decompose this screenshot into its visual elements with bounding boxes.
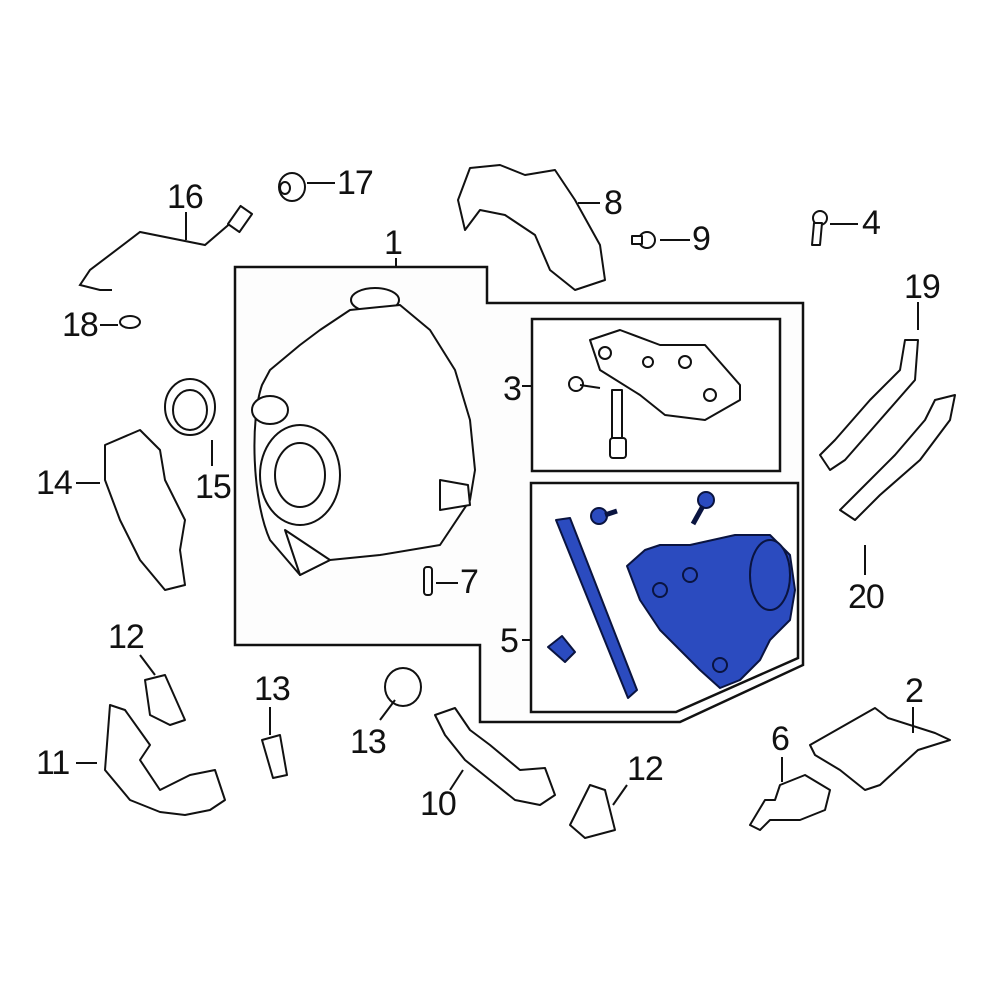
callout-12-left: 12 bbox=[108, 618, 145, 656]
callout-17: 17 bbox=[337, 164, 374, 202]
turbocharger-part[interactable] bbox=[251, 287, 476, 576]
grommet-part-17[interactable] bbox=[278, 172, 306, 202]
callout-2: 2 bbox=[905, 672, 924, 710]
callout-5: 5 bbox=[500, 622, 519, 660]
callout-16: 16 bbox=[167, 178, 204, 216]
callout-11: 11 bbox=[36, 744, 70, 782]
clamp-part-15[interactable] bbox=[164, 378, 216, 436]
gasket-part-2[interactable] bbox=[809, 707, 951, 791]
gasket-part-12-left[interactable] bbox=[144, 674, 186, 726]
o-ring-part-18[interactable] bbox=[119, 315, 141, 329]
callout-6: 6 bbox=[771, 720, 790, 758]
heat-shield-part-8[interactable] bbox=[457, 164, 606, 291]
callout-13-right: 13 bbox=[350, 723, 387, 761]
gasket-kit-3[interactable] bbox=[568, 329, 741, 459]
pin-part-7[interactable] bbox=[423, 566, 433, 596]
pipe-part-19[interactable] bbox=[819, 339, 919, 471]
clamp-part-13-right[interactable] bbox=[384, 667, 422, 707]
gasket-part-12-right[interactable] bbox=[569, 784, 616, 839]
callout-8: 8 bbox=[604, 184, 623, 222]
callout-1: 1 bbox=[384, 224, 403, 262]
tube-part-16[interactable] bbox=[78, 214, 241, 291]
bolt-part-4[interactable] bbox=[811, 210, 828, 246]
callout-9: 9 bbox=[692, 220, 711, 258]
highlighted-kit-5[interactable] bbox=[547, 491, 796, 699]
callout-15: 15 bbox=[195, 468, 232, 506]
pipe-part-10[interactable] bbox=[434, 707, 556, 806]
bolt-part-9[interactable] bbox=[631, 231, 656, 249]
callout-19: 19 bbox=[904, 268, 941, 306]
callout-12-right: 12 bbox=[627, 750, 664, 788]
shield-part-6[interactable] bbox=[749, 774, 831, 831]
clamp-part-13-left[interactable] bbox=[261, 734, 288, 779]
callout-10: 10 bbox=[420, 785, 457, 823]
callout-13-left: 13 bbox=[254, 670, 291, 708]
intake-tube-part-14[interactable] bbox=[104, 429, 186, 591]
callout-7: 7 bbox=[460, 563, 479, 601]
callout-4: 4 bbox=[862, 204, 881, 242]
callout-18: 18 bbox=[62, 306, 99, 344]
callout-20: 20 bbox=[848, 578, 885, 616]
pipe-part-20[interactable] bbox=[839, 394, 956, 521]
callout-3: 3 bbox=[503, 370, 522, 408]
leader-arrows bbox=[76, 182, 919, 806]
downpipe-part-11[interactable] bbox=[104, 704, 226, 816]
callout-14: 14 bbox=[36, 464, 73, 502]
